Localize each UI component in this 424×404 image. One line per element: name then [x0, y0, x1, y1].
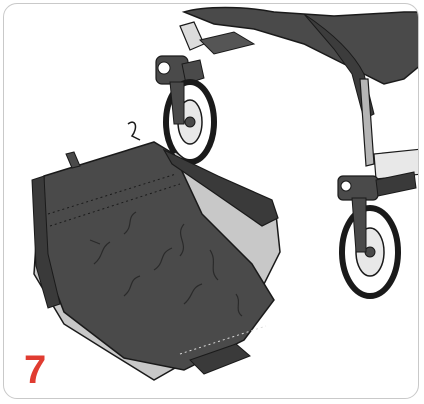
stroller-frame [180, 8, 419, 180]
step-number: 7 [24, 350, 46, 390]
front-wheel [156, 56, 214, 162]
rear-wheel [338, 172, 416, 296]
stroller-illustration [4, 4, 419, 399]
seat-liner [32, 122, 280, 380]
instruction-panel: 7 [3, 3, 419, 399]
